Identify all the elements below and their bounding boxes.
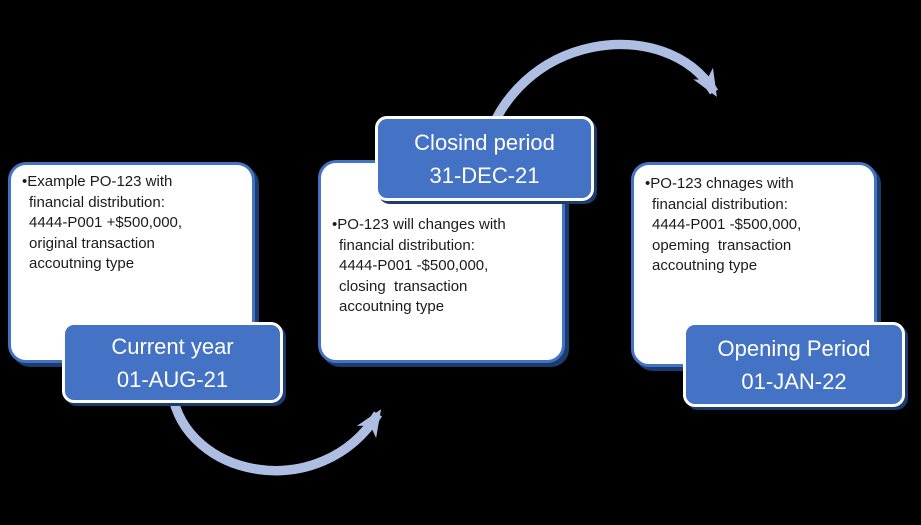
body-line: 4444-P001 -$500,000,: [652, 216, 802, 233]
step-body-text: •Example PO-123 with financial distribut…: [11, 165, 252, 275]
body-line: opeming transaction: [652, 236, 792, 254]
body-line-text: PO-123 chnages with: [650, 175, 794, 192]
body-line-text: Example PO-123 with: [27, 173, 173, 190]
step-body-text: •PO-123 chnages with financial distribut…: [634, 165, 874, 277]
bullet-marker: •: [332, 216, 338, 233]
body-line: accoutning type: [29, 255, 135, 272]
body-line-text: PO-123 will changes with: [337, 216, 506, 233]
step-body-text: •PO-123 will changes with financial dist…: [321, 163, 562, 318]
label-title: Current year: [111, 333, 234, 359]
label-title: Closind period: [414, 129, 555, 155]
body-line: closing transaction: [339, 277, 468, 295]
label-date: 01-JAN-22: [741, 368, 847, 394]
label-opening-period: Opening Period 01-JAN-22: [683, 322, 905, 407]
bullet-marker: •: [645, 175, 651, 192]
label-current-year: Current year 01-AUG-21: [62, 322, 283, 403]
step-box-current-year: •Example PO-123 with financial distribut…: [8, 162, 255, 363]
bullet-marker: •: [22, 173, 28, 190]
body-line: 4444-P001 -$500,000,: [339, 257, 489, 274]
curved-arrow-bottom-left-to-middle: [167, 391, 383, 476]
body-line: accoutning type: [652, 257, 758, 274]
body-line: financial distribution:: [29, 193, 165, 211]
body-line: •PO-123 will changes with: [332, 215, 554, 236]
label-date: 01-AUG-21: [116, 366, 229, 392]
body-line: accoutning type: [339, 298, 445, 315]
label-title: Opening Period: [717, 335, 871, 361]
body-line: •Example PO-123 with: [22, 172, 244, 193]
label-date: 31-DEC-21: [429, 162, 540, 188]
body-line: 4444-P001 +$500,000,: [29, 214, 183, 231]
body-line: financial distribution:: [652, 195, 788, 213]
body-line: •PO-123 chnages with: [645, 174, 866, 195]
curved-arrow-top-middle-to-right: [478, 39, 719, 157]
label-closing-period: Closind period 31-DEC-21: [375, 116, 594, 201]
body-line: financial distribution:: [339, 236, 475, 254]
body-line: original transaction: [29, 234, 155, 252]
